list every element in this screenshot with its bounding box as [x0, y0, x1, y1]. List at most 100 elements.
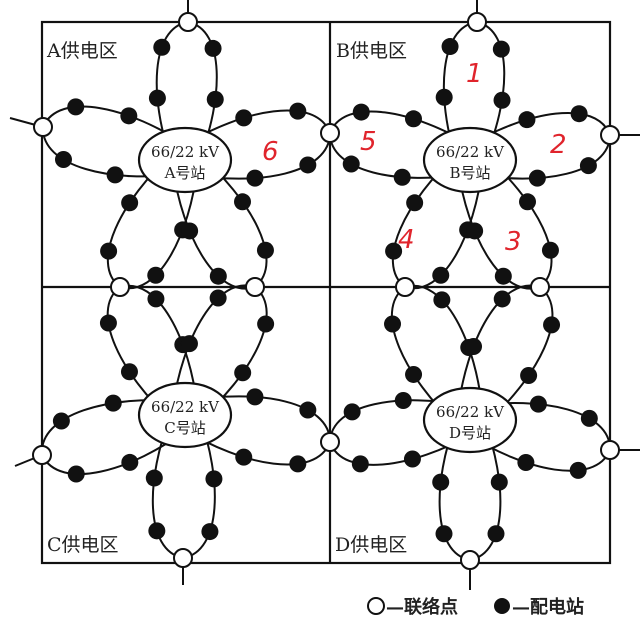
substation-dot	[405, 365, 423, 383]
substation-dot	[299, 156, 317, 174]
station-voltage: 66/22 kV	[151, 398, 220, 416]
station-voltage: 66/22 kV	[151, 143, 220, 161]
substation-dot	[206, 90, 224, 108]
zone-label-b: B供电区	[336, 40, 407, 62]
substation-dot	[235, 448, 253, 466]
tie-point-cb	[173, 548, 193, 568]
substation-dot	[209, 289, 227, 307]
zone-label-d: D供电区	[335, 534, 407, 556]
legend-substation: —配电站	[512, 596, 584, 618]
substation-dot	[204, 39, 222, 57]
station-ellipse	[137, 381, 233, 449]
substation-dot	[432, 473, 450, 491]
substation-dot	[67, 98, 85, 116]
substation-dot	[289, 102, 307, 120]
feeder-loop-c-acr	[171, 284, 275, 423]
substation-dot	[403, 450, 421, 468]
tie-point-ab	[320, 123, 340, 143]
substation-dot	[569, 461, 587, 479]
substation-dot	[120, 107, 138, 125]
substation-dot	[145, 469, 163, 487]
substation-dot	[209, 267, 227, 285]
substation-dot	[520, 366, 538, 384]
substation-dot	[490, 473, 508, 491]
substation-dot	[289, 455, 307, 473]
station-ellipse	[422, 386, 518, 454]
station-name: A号站	[164, 164, 206, 182]
tie-point-acl	[110, 277, 130, 297]
station-a: 66/22 kV A号站	[137, 126, 233, 194]
feeder-loop-b-bdr	[456, 152, 559, 290]
substation-dot	[570, 105, 588, 123]
substation-dot	[384, 315, 402, 333]
substation-dot	[234, 193, 252, 211]
substation-dot	[153, 38, 171, 56]
substation-dot	[234, 364, 252, 382]
substation-dot	[343, 403, 361, 421]
substation-dot	[519, 193, 537, 211]
substation-dot	[246, 169, 264, 187]
annotation-2: 2	[550, 130, 567, 160]
substation-dot	[394, 392, 412, 410]
substation-dot	[580, 409, 598, 427]
annotation-1: 1	[466, 59, 483, 89]
substation-dot	[435, 525, 453, 543]
annotation-3: 3	[505, 227, 522, 257]
substation-dot	[541, 241, 559, 259]
substation-dot	[492, 40, 510, 58]
substation-dot	[181, 222, 199, 240]
tie-points	[32, 12, 620, 570]
legend: —联络点 —配电站	[367, 596, 584, 618]
tie-point-bt	[467, 12, 487, 32]
substation-dot	[493, 91, 511, 109]
tie-point-al	[33, 117, 53, 137]
substation-dot	[180, 335, 198, 353]
feeder-loop-b-ab	[328, 103, 474, 186]
substation-dot	[494, 267, 512, 285]
substation-dot	[528, 169, 546, 187]
zone-label-a: A供电区	[46, 40, 118, 62]
substation-dot	[517, 454, 535, 472]
substation-dot	[529, 395, 547, 413]
annotation-6: 6	[262, 137, 279, 167]
substation-dot	[351, 455, 369, 473]
annotation-4: 4	[398, 225, 415, 255]
substation-dot	[121, 453, 139, 471]
substation-dot	[147, 266, 165, 284]
tie-point-at	[178, 12, 198, 32]
zone-label-c: C供电区	[47, 534, 119, 556]
substation-dot	[246, 388, 264, 406]
substation-dot	[393, 168, 411, 186]
substation-dot	[121, 194, 139, 212]
tie-point-bdl	[395, 277, 415, 297]
substation-dot	[104, 394, 122, 412]
annotation-5: 5	[360, 127, 377, 157]
tie-point-dr	[600, 440, 620, 460]
substation-dot	[147, 290, 165, 308]
station-name: D号站	[449, 424, 491, 442]
substation-dot	[235, 109, 253, 127]
station-ellipse	[422, 126, 518, 194]
substation-dot	[99, 314, 117, 332]
station-name: B号站	[449, 164, 490, 182]
substation-dot	[256, 241, 274, 259]
substation-dot	[465, 337, 483, 355]
substation-legend-icon	[494, 598, 510, 614]
station-ellipse	[137, 126, 233, 194]
substation-dot	[120, 363, 138, 381]
substation-dot	[257, 315, 275, 333]
tie-point-db	[460, 550, 480, 570]
substation-dot	[493, 290, 511, 308]
legend-tie-point: —联络点	[386, 596, 458, 618]
substation-dot	[466, 222, 484, 240]
substation-dot	[385, 242, 403, 260]
feeder-loops	[40, 21, 612, 561]
substation-dot	[52, 412, 70, 430]
substation-dot	[406, 194, 424, 212]
substation-dot	[148, 89, 166, 107]
